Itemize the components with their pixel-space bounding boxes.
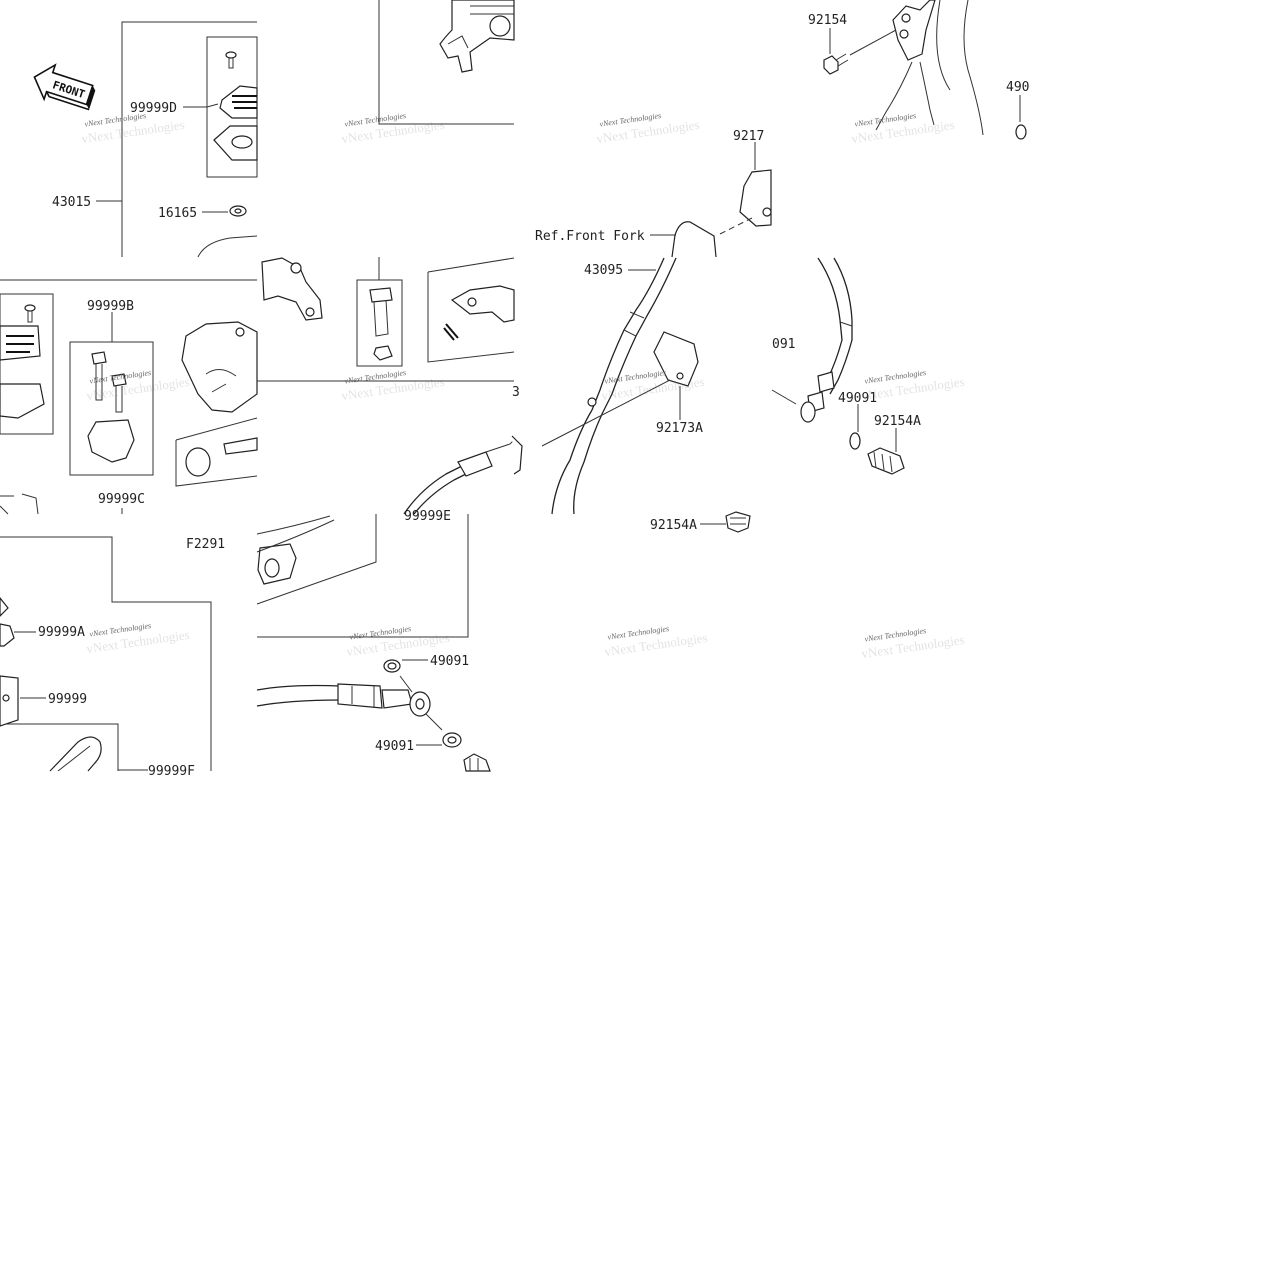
reservoir-cap-icon <box>213 85 258 161</box>
label-43095: 43095 <box>584 263 623 278</box>
screw-icon <box>225 51 237 69</box>
washer-icon <box>849 432 861 450</box>
label-3: 3 <box>512 385 520 400</box>
pivot-bolt-icon <box>369 287 393 361</box>
switch-housing-icon <box>181 321 258 413</box>
label-99999F: 99999F <box>148 764 195 779</box>
label-92173: 9217 <box>733 129 764 144</box>
banjo-bolt-icon <box>463 753 491 772</box>
washer-icon <box>1015 124 1027 140</box>
master-cylinder-icon <box>439 0 515 73</box>
label-99999A: 99999A <box>38 625 85 640</box>
tile-lever-assembly: 3 <box>257 257 523 515</box>
label-49091-upper: 49091 <box>430 654 469 669</box>
label-49091-lower: 49091 <box>375 739 414 754</box>
hose-clamp-icon <box>653 331 699 387</box>
label-490: 490 <box>1006 80 1029 95</box>
label-92154A-lower: 92154A <box>650 518 697 533</box>
front-arrow-icon: FRONT <box>33 63 96 111</box>
label-99999: 99999 <box>48 692 87 707</box>
label-16165: 16165 <box>158 206 197 221</box>
label-99999D: 99999D <box>130 101 177 116</box>
label-091: 091 <box>772 337 795 352</box>
tile-lever-parts-lower: F2291 99999A 99999 99999F <box>0 536 225 779</box>
banjo-bolt-icon <box>725 511 751 533</box>
tile-master-cylinder-top: FRONT 99999D 43015 16165 <box>33 21 258 258</box>
label-99999E: 99999E <box>404 509 451 524</box>
label-49091-right: 49091 <box>838 391 877 406</box>
bolt-icon <box>91 351 127 413</box>
bolt-icon <box>823 29 897 75</box>
tile-switch-housing: 99999B 99999C <box>0 279 258 515</box>
tile-front-brake-hose: 9217 Ref.Front Fork 43095 92173A 92154A <box>535 129 772 533</box>
tile-hose-lower-banjo: 99999E 49091 49091 <box>256 509 491 772</box>
hose-clamp-icon <box>739 169 772 227</box>
bracket-icon <box>875 0 984 136</box>
tile-master-cylinder-body <box>378 0 515 125</box>
figure-code: F2291 <box>186 537 225 552</box>
label-99999C: 99999C <box>98 492 145 507</box>
lever-icon <box>450 285 515 323</box>
label-92173A: 92173A <box>656 421 703 436</box>
label-99999B: 99999B <box>87 299 134 314</box>
label-43015: 43015 <box>52 195 91 210</box>
grip-end-icon <box>185 447 211 477</box>
label-92154A-right: 92154A <box>874 414 921 429</box>
clamp-icon <box>87 419 135 463</box>
banjo-bolt-icon <box>867 447 905 475</box>
label-92154: 92154 <box>808 13 847 28</box>
tile-caliper-hose-end: 091 49091 92154A <box>771 257 921 475</box>
lever-pivot-icon <box>256 515 335 585</box>
label-ref-front-fork: Ref.Front Fork <box>535 229 645 244</box>
tile-hose-clamp-top: 92154 490 <box>808 0 1029 140</box>
lever-blade-icon <box>49 736 102 772</box>
lever-bracket-icon <box>261 257 323 321</box>
